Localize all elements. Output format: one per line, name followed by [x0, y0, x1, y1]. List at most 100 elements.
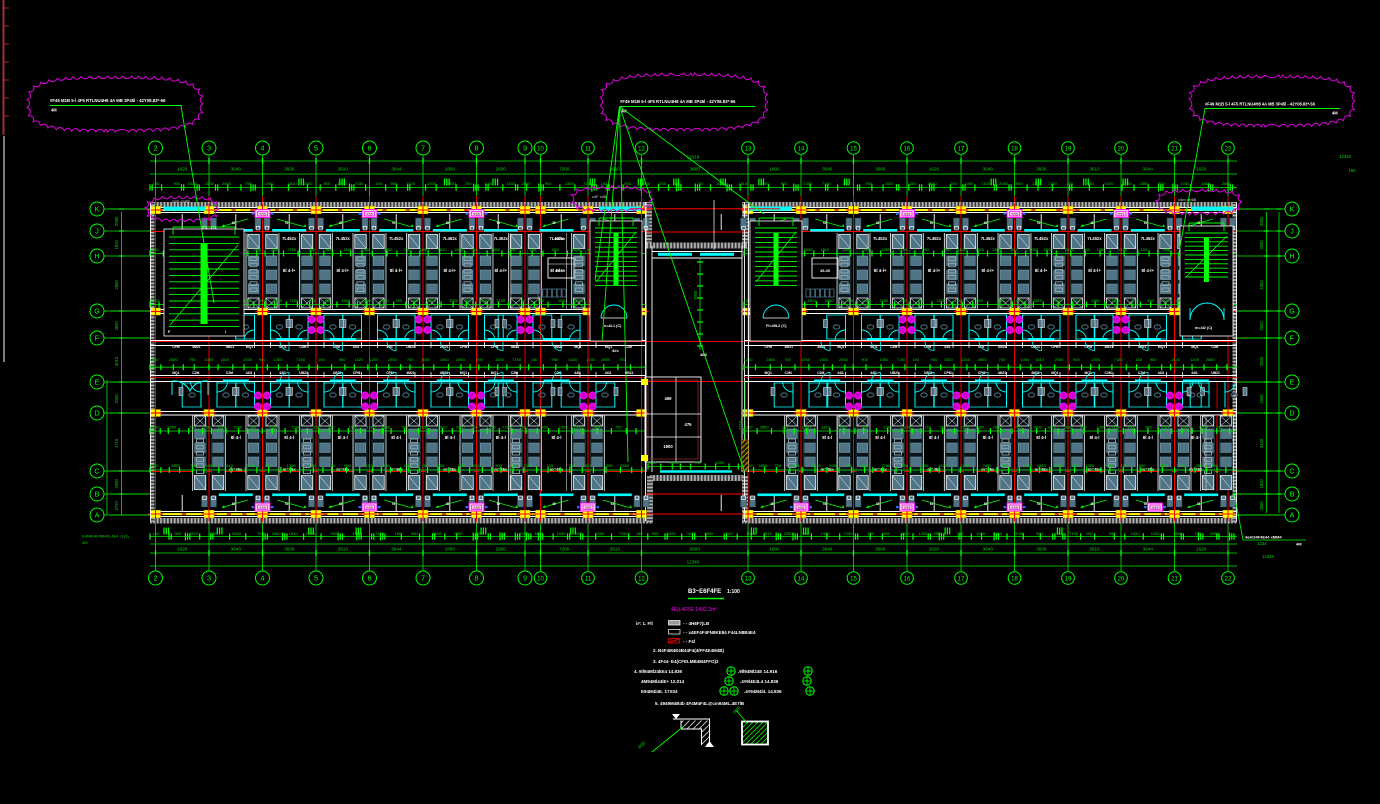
svg-text:15: 15 — [850, 577, 857, 583]
svg-text:750: 750 — [257, 531, 264, 536]
svg-text:7150: 7150 — [897, 357, 907, 362]
svg-text:1200: 1200 — [908, 181, 918, 186]
svg-text:X55: X55 — [366, 506, 373, 510]
svg-text:750: 750 — [189, 357, 196, 362]
svg-text:1810: 1810 — [807, 298, 817, 303]
svg-text:1350: 1350 — [495, 357, 505, 362]
svg-text:900: 900 — [323, 181, 330, 186]
svg-text:1810: 1810 — [438, 247, 448, 252]
svg-text:3140: 3140 — [1259, 438, 1264, 448]
svg-text:B3~E6F4FE: B3~E6F4FE — [688, 589, 721, 595]
svg-text:16: 16 — [904, 577, 911, 583]
svg-text:t5: t5 — [771, 502, 774, 506]
svg-text:14: 14 — [798, 147, 805, 153]
svg-text:8l 4-l: 8l 4-l — [338, 435, 348, 440]
svg-text:3640: 3640 — [983, 547, 994, 552]
svg-text:1810: 1810 — [427, 298, 437, 303]
svg-text:2850: 2850 — [1173, 531, 1183, 536]
svg-text:2850: 2850 — [978, 357, 988, 362]
svg-text:F: F — [168, 329, 171, 334]
svg-text:R30: R30 — [732, 705, 742, 715]
svg-text:4M21: 4M21 — [1105, 345, 1114, 349]
svg-text:- - F4l: - - F4l — [683, 639, 695, 644]
svg-text:7150: 7150 — [881, 463, 891, 468]
svg-text:950: 950 — [541, 425, 548, 430]
svg-text:7L452x: 7L452x — [389, 236, 404, 241]
svg-text:X55: X55 — [904, 506, 911, 510]
svg-text:m=45x: m=45x — [550, 467, 564, 472]
svg-text:c4m ce4l8: c4m ce4l8 — [1178, 197, 1197, 202]
svg-text:4. 9ll94Ml24kE4 14.836: 4. 9ll94Ml24kE4 14.836 — [634, 669, 683, 674]
svg-text:3640: 3640 — [231, 547, 242, 552]
svg-text:150: 150 — [1132, 298, 1139, 303]
svg-text:8l 4-l+: 8l 4-l+ — [550, 268, 563, 273]
svg-text:2590: 2590 — [114, 479, 119, 489]
svg-text:1050: 1050 — [802, 425, 812, 430]
svg-text:7150: 7150 — [844, 531, 854, 536]
svg-text:1900: 1900 — [663, 444, 673, 449]
svg-text:150: 150 — [900, 298, 907, 303]
svg-text:t5: t5 — [1144, 221, 1147, 225]
svg-text:2050: 2050 — [233, 425, 243, 430]
svg-text:MQ1: MQ1 — [765, 371, 772, 375]
svg-text:950: 950 — [1147, 298, 1154, 303]
svg-text:7L452x: 7L452x — [1087, 236, 1102, 241]
svg-text:12318: 12318 — [687, 155, 700, 160]
svg-text:1350: 1350 — [480, 298, 490, 303]
svg-text:14: 14 — [798, 577, 805, 583]
svg-text:2050: 2050 — [522, 181, 532, 186]
svg-text:- - x4EF4F4FN8KE84 F44LN8B4E4: - - x4EF4F4FN8KE84 F44LN8B4E4 — [683, 630, 756, 635]
svg-text:2850: 2850 — [169, 357, 179, 362]
svg-text:3600: 3600 — [690, 547, 701, 552]
svg-text:7200: 7200 — [559, 547, 570, 552]
svg-text:2600: 2600 — [496, 167, 507, 172]
svg-text:X55: X55 — [798, 506, 805, 510]
svg-text:7150: 7150 — [1111, 298, 1121, 303]
svg-text:900: 900 — [575, 531, 582, 536]
svg-text:3090: 3090 — [1259, 240, 1264, 250]
svg-text:1050: 1050 — [435, 463, 445, 468]
svg-text:150: 150 — [1086, 531, 1093, 536]
svg-text:7150: 7150 — [308, 463, 318, 468]
svg-text:F: F — [95, 334, 100, 343]
svg-text:CPM: CPM — [172, 345, 180, 349]
svg-text:950: 950 — [552, 247, 559, 252]
svg-text:7150: 7150 — [902, 425, 912, 430]
svg-text:2050: 2050 — [839, 357, 849, 362]
svg-text:3640: 3640 — [822, 167, 833, 172]
svg-text:n=4L1 (C): n=4L1 (C) — [604, 324, 622, 328]
svg-text:44l1: 44l1 — [605, 371, 612, 375]
svg-text:9: 9 — [523, 574, 527, 583]
svg-text:10: 10 — [537, 147, 544, 153]
svg-text:2850: 2850 — [447, 181, 457, 186]
svg-text:7L452x: 7L452x — [927, 236, 942, 241]
svg-text:MQ1: MQ1 — [837, 345, 844, 349]
svg-text:750: 750 — [1001, 463, 1008, 468]
svg-text:2850: 2850 — [758, 463, 768, 468]
svg-text:8l 4-l: 8l 4-l — [1036, 435, 1046, 440]
svg-text:1350: 1350 — [1032, 181, 1042, 186]
svg-text:m=45x: m=45x — [927, 467, 941, 472]
svg-text:19: 19 — [1065, 577, 1072, 583]
svg-text:2050: 2050 — [760, 181, 770, 186]
svg-text:950: 950 — [922, 463, 929, 468]
svg-text:C2M: C2M — [890, 345, 897, 349]
svg-text:1710: 1710 — [114, 438, 119, 448]
svg-text:1520: 1520 — [341, 298, 351, 303]
svg-text:MQ1: MQ1 — [605, 345, 612, 349]
svg-text:2050: 2050 — [784, 531, 794, 536]
svg-text:1520: 1520 — [958, 247, 968, 252]
svg-text:t5: t5 — [232, 502, 235, 506]
svg-text:150: 150 — [520, 425, 527, 430]
svg-text:2850: 2850 — [673, 181, 683, 186]
svg-text:C2M: C2M — [1211, 345, 1218, 349]
svg-text:m=45x: m=45x — [229, 467, 243, 472]
svg-text:t5: t5 — [446, 502, 449, 506]
svg-text:4M21: 4M21 — [1031, 371, 1040, 375]
svg-text:44l1: 44l1 — [870, 371, 877, 375]
svg-text:3640: 3640 — [983, 167, 994, 172]
svg-text:950: 950 — [325, 298, 332, 303]
svg-text:3: 3 — [207, 574, 211, 583]
svg-text:2050: 2050 — [1065, 247, 1075, 252]
svg-text:m=45x: m=45x — [874, 467, 888, 472]
